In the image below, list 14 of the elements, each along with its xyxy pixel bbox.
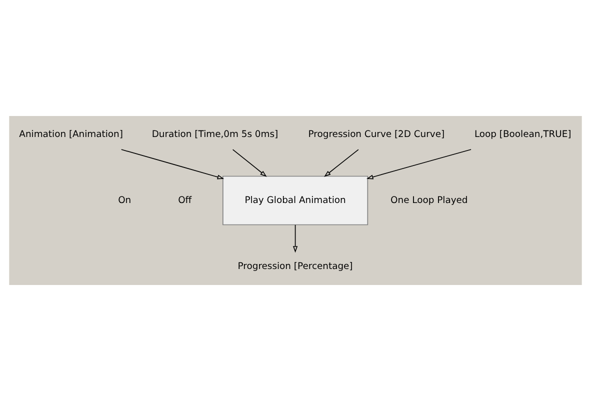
node-text: Progression [Percentage] xyxy=(238,260,353,272)
arrow xyxy=(324,148,359,176)
node-box: Play Global Animation xyxy=(222,175,368,225)
node-text: Progression Curve [2D Curve] xyxy=(308,128,445,140)
node-text: Duration [Time,0m 5s 0ms] xyxy=(152,128,278,140)
label: Off xyxy=(178,194,192,206)
node-text: Loop [Boolean,TRUE] xyxy=(474,128,572,140)
arrow xyxy=(120,148,224,179)
node-text: Animation [Animation] xyxy=(19,128,123,140)
arrow xyxy=(232,148,267,176)
arrow xyxy=(366,148,472,179)
arrow xyxy=(292,224,298,252)
label: On xyxy=(118,194,132,206)
label: One Loop Played xyxy=(390,194,468,206)
